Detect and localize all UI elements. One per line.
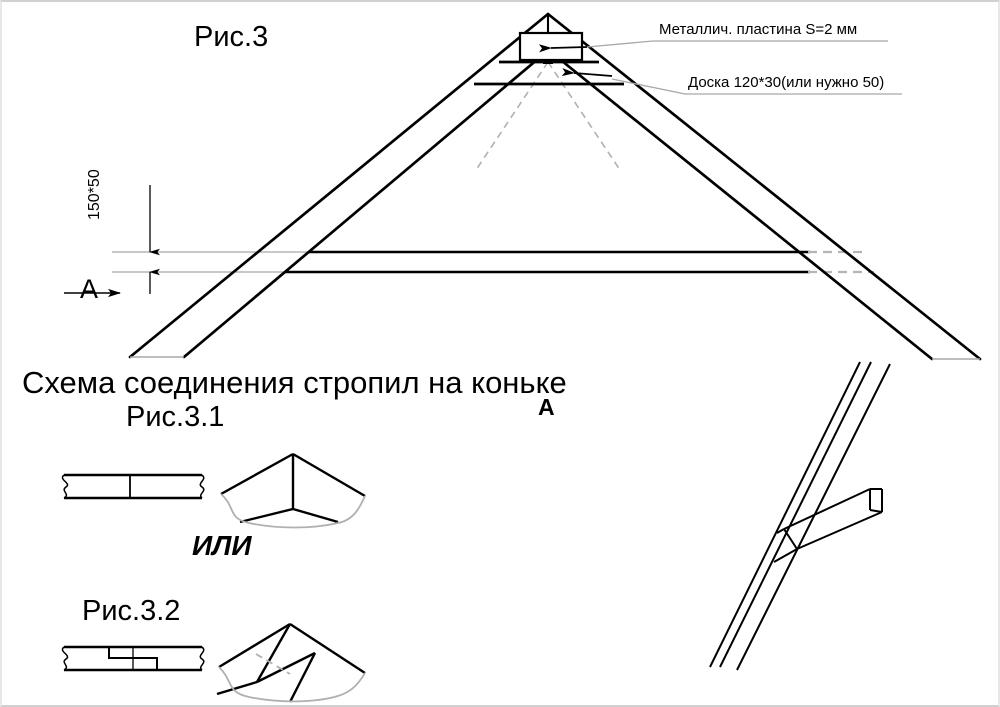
figure-32-caption: Рис.3.2 <box>82 595 181 627</box>
fig31-iso-view <box>220 452 366 529</box>
detail-A-board-end-bottom <box>869 509 883 513</box>
fig32-iso-edge-right <box>289 622 366 675</box>
ridge-notch <box>543 59 553 64</box>
ridge-boards <box>474 60 624 86</box>
leader-metal-plate-arrow <box>538 44 588 53</box>
board-label: Доска 120*30(или нужно 50) <box>688 74 885 91</box>
rafters-outer <box>128 12 982 361</box>
rafter-right-outer <box>546 12 982 361</box>
ridge-hidden-left <box>475 61 549 171</box>
fig31-break-right <box>199 474 205 499</box>
detail-A-board-top-edge <box>783 488 871 530</box>
dimension-extension-lines <box>112 251 810 273</box>
fig32-iso-lap-seam-b <box>216 680 258 696</box>
fig31-break-left <box>61 474 69 499</box>
fig32-iso-edge-left <box>218 622 291 669</box>
fig32-break-left <box>61 646 69 671</box>
rafters-inner <box>182 30 934 361</box>
detail-A-rafter-edge-1 <box>709 361 861 668</box>
fig32-iso-view <box>216 622 366 703</box>
ridge-hidden-right <box>547 61 621 171</box>
fig31-iso-break-curve <box>220 493 366 529</box>
leader-lines-group <box>538 40 902 95</box>
detail-marker-A: А <box>538 394 555 420</box>
detail-A-board-near-face <box>783 528 798 550</box>
detail-A-board-notch-upper <box>776 528 785 534</box>
fig32-iso-lap-seam-c <box>288 652 317 703</box>
or-label: ИЛИ <box>192 530 252 561</box>
rafter-end-cuts <box>130 356 980 360</box>
fig31-detail-group <box>61 452 366 529</box>
leader-metal-plate <box>538 40 888 53</box>
fig31-iso-seam-left <box>239 507 294 524</box>
fig31-flat-view <box>61 473 205 500</box>
figure-31-caption: Рис.3.1 <box>126 401 225 433</box>
detail-A-board-bottom-edge <box>796 511 883 550</box>
fig32-detail-group <box>61 622 366 703</box>
detail-A-rafter-edge-2 <box>719 361 872 668</box>
rafter-right-inner <box>524 30 934 361</box>
main-truss-group <box>112 12 982 361</box>
metal-plate-label: Металлич. пластина S=2 мм <box>659 21 858 38</box>
ridge-hidden-lines <box>475 61 621 171</box>
leader-board-arrow <box>561 67 613 77</box>
fig31-iso-seam-right <box>292 507 339 524</box>
rafter-left-inner <box>182 30 572 359</box>
rafter-dimension-label: 150*50 <box>86 169 103 220</box>
fig32-iso-lap-face <box>256 651 316 684</box>
leader-metal-plate-path <box>586 40 888 48</box>
fig31-iso-edge-left <box>220 452 294 496</box>
tie-beam <box>285 250 810 274</box>
fig32-iso-hidden-line <box>255 653 291 675</box>
detail-A-rafter-edge-3 <box>736 363 891 671</box>
detail-A-iso-group <box>709 361 891 671</box>
tie-beam-hidden-lines <box>808 250 874 274</box>
fig31-iso-edge-right <box>292 452 366 498</box>
rafter-left-outer <box>128 12 550 359</box>
fig32-iso-lap-seam-a <box>255 623 292 683</box>
leader-board <box>561 67 902 95</box>
fig32-iso-break-curve <box>218 666 366 703</box>
detail-A-board-notch-lower <box>773 548 798 563</box>
scheme-title: Схема соединения стропил на коньке <box>22 365 567 400</box>
fig32-break-right <box>199 646 205 671</box>
fig32-flat-view <box>61 645 205 672</box>
leader-board-path <box>611 78 902 95</box>
figure-3-caption: Рис.3 <box>194 21 269 53</box>
section-label-A: А <box>80 274 99 304</box>
